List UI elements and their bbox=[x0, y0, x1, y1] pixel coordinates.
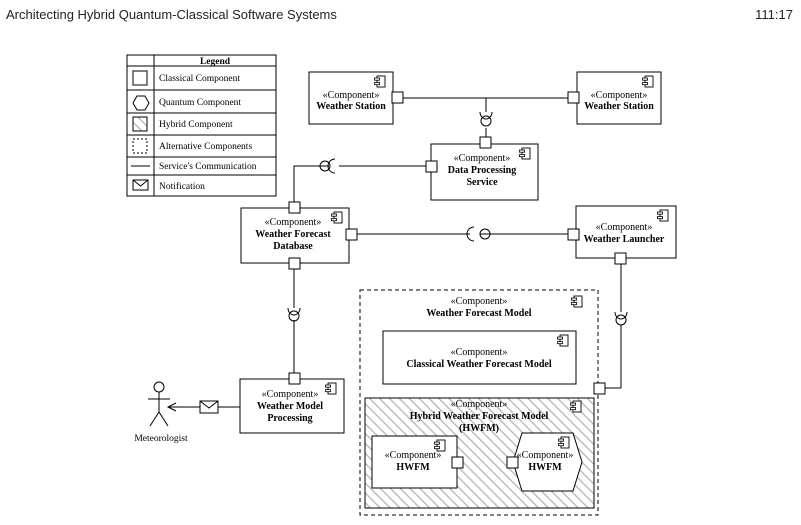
legend-envelope-icon bbox=[132, 179, 149, 191]
legend-quantum-symbol bbox=[132, 95, 150, 111]
actor-head-icon bbox=[153, 381, 165, 393]
component-name: Processing bbox=[267, 413, 312, 424]
stereotype-label: «Component» bbox=[451, 399, 508, 410]
stereotype-label: «Component» bbox=[262, 389, 319, 400]
component-name: Weather Forecast bbox=[255, 229, 331, 240]
stereotype-label: «Component» bbox=[451, 296, 508, 307]
component-hwfm-classical[interactable]: «Component» HWFM bbox=[371, 435, 464, 489]
component-name: Weather Launcher bbox=[584, 234, 665, 245]
component-weather-station-2[interactable]: «Component» Weather Station bbox=[567, 71, 662, 125]
component-name: HWFM bbox=[528, 462, 562, 473]
page-number: 111:17 bbox=[755, 7, 793, 22]
component-name: (HWFM) bbox=[459, 423, 499, 434]
legend-label: Service's Communication bbox=[159, 162, 257, 172]
component-name: HWFM bbox=[396, 462, 430, 473]
legend-hybrid-symbol bbox=[132, 116, 148, 132]
stereotype-label: «Component» bbox=[517, 450, 574, 461]
component-name: Weather Station bbox=[584, 101, 654, 112]
component-name: Weather Station bbox=[316, 101, 386, 112]
port bbox=[479, 136, 492, 149]
legend-title: Legend bbox=[200, 57, 231, 67]
port bbox=[288, 257, 301, 270]
stereotype-label: «Component» bbox=[454, 153, 511, 164]
stereotype-label: «Component» bbox=[596, 222, 653, 233]
legend-label: Classical Component bbox=[159, 74, 240, 84]
component-weather-model-processing[interactable]: «Component» Weather Model Processing bbox=[239, 372, 345, 434]
component-name: Database bbox=[273, 241, 313, 252]
component-name: Classical Weather Forecast Model bbox=[406, 359, 551, 370]
legend-label: Notification bbox=[159, 181, 205, 192]
port bbox=[288, 201, 301, 214]
page-running-title: Architecting Hybrid Quantum-Classical So… bbox=[6, 7, 337, 22]
port bbox=[567, 91, 580, 104]
actor-name: Meteorologist bbox=[134, 434, 188, 444]
port bbox=[567, 228, 580, 241]
stereotype-label: «Component» bbox=[265, 217, 322, 228]
component-name: Weather Forecast Model bbox=[426, 308, 531, 319]
port bbox=[425, 160, 438, 173]
port bbox=[391, 91, 404, 104]
notification-envelope-icon bbox=[199, 400, 219, 414]
component-name: Data Processing bbox=[448, 165, 516, 176]
stereotype-label: «Component» bbox=[451, 347, 508, 358]
component-weather-station-1[interactable]: «Component» Weather Station bbox=[308, 71, 404, 125]
component-hwfm-quantum[interactable]: «Component» HWFM bbox=[506, 432, 583, 492]
stereotype-label: «Component» bbox=[323, 90, 380, 101]
component-name: Weather Model bbox=[257, 401, 323, 412]
legend-label: Alternative Components bbox=[159, 142, 252, 152]
legend-label: Hybrid Component bbox=[159, 120, 233, 130]
legend-alternative-symbol bbox=[132, 138, 148, 154]
component-name: Hybrid Weather Forecast Model bbox=[410, 411, 549, 422]
component-name: Service bbox=[466, 177, 498, 188]
port bbox=[614, 252, 627, 265]
legend-label: Quantum Component bbox=[159, 98, 241, 108]
port bbox=[345, 228, 358, 241]
component-classical-weather-forecast-model[interactable]: «Component» Classical Weather Forecast M… bbox=[382, 330, 577, 385]
port bbox=[593, 382, 606, 395]
component-weather-forecast-database[interactable]: «Component» Weather Forecast Database bbox=[240, 201, 358, 270]
stereotype-label: «Component» bbox=[385, 450, 442, 461]
legend-classical-symbol bbox=[132, 70, 148, 86]
component-data-processing-service[interactable]: «Component» Data Processing Service bbox=[425, 136, 539, 201]
port bbox=[288, 372, 301, 385]
actor-meteorologist[interactable] bbox=[148, 381, 170, 427]
port bbox=[451, 456, 464, 469]
component-weather-launcher[interactable]: «Component» Weather Launcher bbox=[567, 205, 677, 265]
port bbox=[506, 456, 519, 469]
stereotype-label: «Component» bbox=[591, 90, 648, 101]
legend: Legend Classical Component Quantum Compo… bbox=[126, 54, 277, 197]
